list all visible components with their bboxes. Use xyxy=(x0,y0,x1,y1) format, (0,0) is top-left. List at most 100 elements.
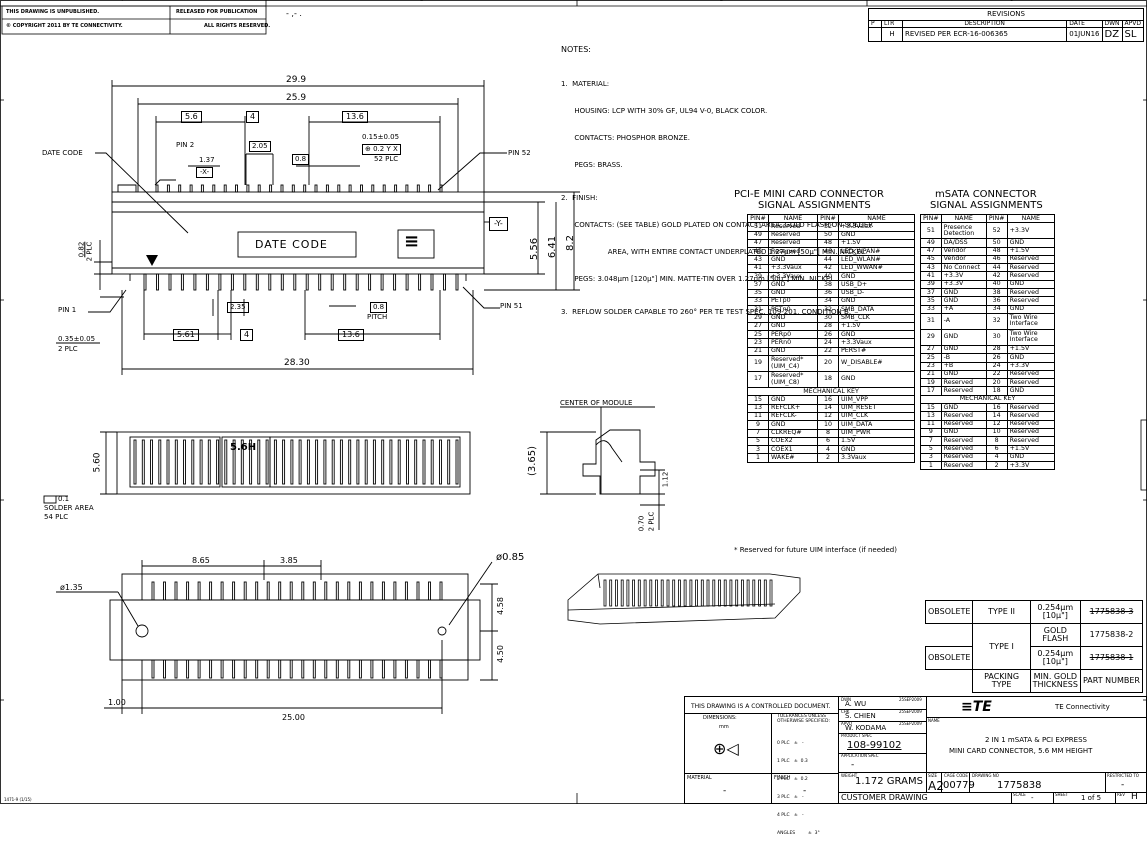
part-gold-1: 0.254μm [10μ"] xyxy=(1029,600,1081,624)
chk-label: CHK xyxy=(841,709,850,714)
connector-pin xyxy=(255,581,259,601)
connector-pin xyxy=(220,659,224,679)
pcie-signal-name: UIM_PWR xyxy=(838,428,915,438)
part-header-packing: PACKING TYPE xyxy=(972,669,1031,693)
connector-pin xyxy=(282,439,286,485)
dia-1-35: ø1.35 xyxy=(60,583,83,592)
msata-signal-name: +1.5V xyxy=(1006,344,1056,355)
connector-pin xyxy=(381,439,385,485)
msata-pin-number: 2 xyxy=(985,461,1008,471)
msata-header-cell: PIN# xyxy=(920,213,942,224)
msata-table-title: mSATA CONNECTOR xyxy=(935,189,1037,200)
connector-pin xyxy=(174,659,178,679)
pcie-pin-number: 16 xyxy=(817,395,839,405)
msata-pin-number: 28 xyxy=(985,344,1008,355)
connector-pin xyxy=(205,273,209,291)
connector-pin xyxy=(620,579,624,607)
connector-pin xyxy=(382,184,386,193)
pcie-signal-name: GND xyxy=(838,230,915,240)
msata-pin-number: 9 xyxy=(920,427,942,438)
msata-pin-number: 12 xyxy=(985,419,1008,429)
pcie-pin-number: 31 xyxy=(747,305,769,315)
pcie-pin-number: 39 xyxy=(747,272,769,282)
revisions-title: REVISIONS xyxy=(868,8,1144,21)
connector-pin xyxy=(380,273,384,291)
connector-pin xyxy=(355,273,359,291)
connector-pin xyxy=(278,659,282,679)
dim-28-30: 28.30 xyxy=(284,358,310,368)
rights-notice: ALL RIGHTS RESERVED. xyxy=(204,23,271,29)
pcie-pin-number: 3 xyxy=(747,445,769,455)
msata-pin-number: 48 xyxy=(985,246,1008,256)
connector-pin xyxy=(163,659,166,679)
msata-pin-number: 8 xyxy=(985,436,1008,446)
connector-pin xyxy=(404,581,408,601)
pcie-pin-number: 37 xyxy=(747,280,769,290)
product-spec-value: 108-99102 xyxy=(847,740,902,751)
connector-pin xyxy=(678,579,681,607)
msata-signal-name: GND xyxy=(940,288,987,298)
msata-signal-name: Reserved xyxy=(940,378,987,388)
connector-pin xyxy=(763,579,767,607)
pcie-signal-name: COEX2 xyxy=(768,436,818,447)
connector-pin xyxy=(389,439,393,485)
msata-signal-name: Reserved xyxy=(1006,263,1056,273)
position-tolerance-frame: ⊕ 0.2 Y X xyxy=(362,144,401,155)
pcie-signal-name: 1.5V xyxy=(838,436,915,447)
connector-pin xyxy=(416,659,420,679)
pcie-table-title: PCI-E MINI CARD CONNECTOR xyxy=(734,189,884,200)
pcie-pin-number: 23 xyxy=(747,338,769,348)
pcie-pin-number: 8 xyxy=(817,428,839,438)
datum-y: -Y- xyxy=(489,217,508,231)
dim-4-bottom: 4 xyxy=(240,329,254,341)
connector-pin xyxy=(249,439,253,485)
msata-pin-number: 42 xyxy=(985,271,1008,281)
pcie-pin-number: 40 xyxy=(817,272,839,282)
pcie-signal-name: +3.3Vaux xyxy=(838,338,915,348)
rev-row-apvd: SL xyxy=(1121,27,1145,42)
dim-2-05: 2.05 xyxy=(249,141,271,152)
connector-pin xyxy=(255,273,259,291)
connector-pin xyxy=(405,273,409,291)
rev-value: H xyxy=(1131,792,1138,802)
part-header-gold: MIN. GOLD THICKNESS xyxy=(1029,669,1081,693)
pcie-pin-number: 10 xyxy=(817,420,839,430)
msata-signal-name: Two Wire Interface xyxy=(1006,312,1056,330)
msata-signal-name: GND xyxy=(1006,452,1056,463)
pcie-pin-number: 35 xyxy=(747,288,769,298)
cage-code-label: CAGE CODE xyxy=(944,773,968,778)
unpublished-notice: THIS DRAWING IS UNPUBLISHED. xyxy=(6,9,100,15)
part-number-3: 1775838-1 xyxy=(1079,646,1144,670)
connector-pin xyxy=(293,273,297,291)
connector-pin xyxy=(718,579,721,607)
connector-pin xyxy=(200,184,204,193)
connector-pin xyxy=(643,579,647,607)
connector-pin xyxy=(255,659,259,679)
tolerance-line: 1 PLC ± 0.3 xyxy=(777,759,808,764)
pcie-pin-number: 48 xyxy=(817,238,839,249)
te-logo-box: ≡ xyxy=(404,231,419,252)
pcie-pin-number: 45 xyxy=(747,247,769,257)
dim-0-70: 0.70 xyxy=(637,515,646,532)
pcie-pin-number: 21 xyxy=(747,346,769,357)
connector-pin xyxy=(166,439,170,485)
drawing-linework xyxy=(0,0,1147,804)
connector-pin xyxy=(180,273,184,291)
dwn-label: DWN xyxy=(841,697,852,702)
pcie-pin-number: 28 xyxy=(817,321,839,332)
pcie-pin-number: 22 xyxy=(817,346,839,357)
msata-pin-number: 46 xyxy=(985,254,1008,265)
msata-pin-number: 51 xyxy=(920,222,942,240)
part-type-i: TYPE I xyxy=(972,623,1031,670)
